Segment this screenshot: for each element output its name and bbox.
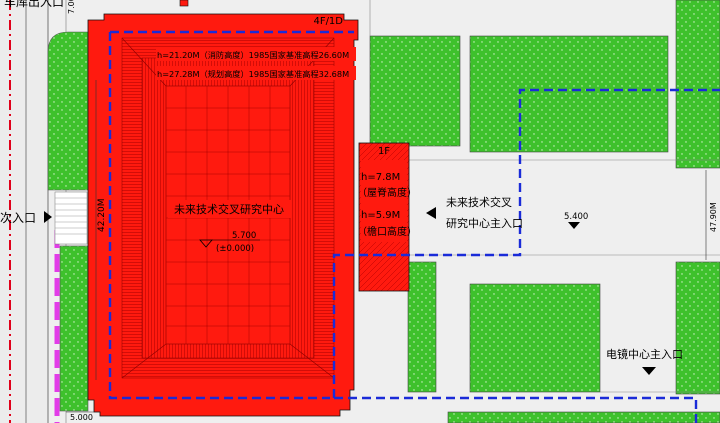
arrow-left-icon xyxy=(426,207,436,219)
annex-h2: h=5.9M xyxy=(361,210,400,221)
building-name: 未来技术交叉研究中心 xyxy=(174,202,284,216)
left-grass xyxy=(47,31,89,412)
elevation-value: 5.700 xyxy=(232,231,256,241)
dim-building-label: 42.20M xyxy=(97,198,107,232)
grass-blocks xyxy=(369,0,720,423)
arrow-right-icon xyxy=(44,211,52,223)
elevation-relative: (±0.000) xyxy=(216,244,254,254)
garage-entrance-label: 车库出入口 xyxy=(4,0,64,9)
floors-label: 4F/1D xyxy=(313,16,343,27)
triangle-down-icon xyxy=(642,367,656,375)
height-line-2: h=27.28M（规划高度）1985国家基准高程32.68M xyxy=(157,69,349,79)
annex-h1: h=7.8M xyxy=(361,172,400,183)
dim-bottom-label: 5.000 xyxy=(70,413,93,422)
site-boundary xyxy=(108,30,720,423)
dim-right-label: 47.90M xyxy=(709,202,718,232)
annex-building xyxy=(358,142,410,292)
elevation-marker-icon xyxy=(199,239,260,248)
annex-h2-note: （檐口高度） xyxy=(357,225,417,238)
secondary-entrance-label: 次入口 xyxy=(0,211,36,225)
triangle-down-icon xyxy=(568,222,580,229)
height-line-1: h=21.20M（消防高度）1985国家基准高程26.60M xyxy=(157,50,349,60)
main-building xyxy=(87,13,359,417)
site-elevation: 5.400 xyxy=(564,212,588,222)
dimension-marks xyxy=(66,80,707,413)
annex-h1-note: （屋脊高度） xyxy=(357,186,417,199)
annex-floors: 1F xyxy=(378,146,390,157)
left-road xyxy=(0,0,67,423)
em-center-entrance: 电镜中心主入口 xyxy=(606,347,683,361)
dim-top-label: 7.00 xyxy=(67,0,76,14)
main-entrance-line2: 研究中心主入口 xyxy=(446,216,523,230)
main-entrance-line1: 未来技术交叉 xyxy=(446,195,512,209)
crosswalk xyxy=(54,191,88,245)
